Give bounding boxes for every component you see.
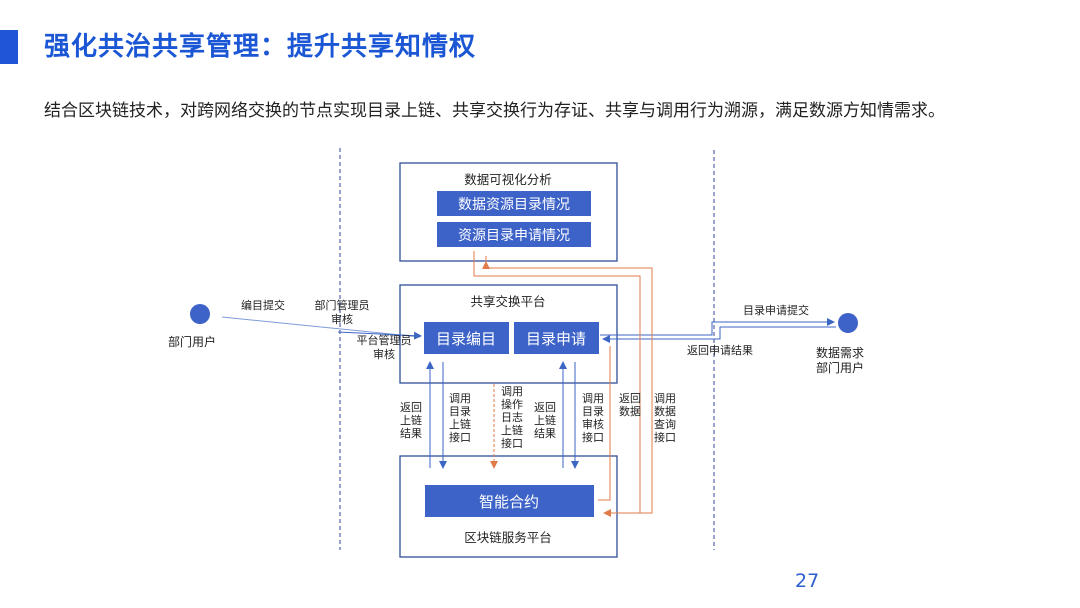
smart-contract-label: 智能合约 <box>479 493 539 511</box>
vl-call-log-2: 操作 <box>501 397 523 411</box>
page-title: 强化共治共享管理：提升共享知情权 <box>44 32 477 62</box>
vl-call-catalog-4: 接口 <box>449 431 471 444</box>
accent-bar <box>0 30 18 64</box>
demand-user-node[interactable] <box>838 313 858 333</box>
smart-contract-button[interactable] <box>425 485 594 517</box>
vl-call-catalog-2: 目录 <box>449 405 471 418</box>
catalog-edit-button[interactable] <box>424 322 509 354</box>
viz-analysis-box: 数据可视化分析 数据资源目录情况 资源目录申请情况 <box>399 162 618 262</box>
page-subtitle: 结合区块链技术，对跨网络交换的节点实现目录上链、共享交换行为存证、共享与调用行为… <box>44 101 945 121</box>
viz-to-contract-line <box>473 251 641 513</box>
submit-edge-arrow <box>337 331 422 340</box>
vl-call-log-4: 上链 <box>501 423 523 437</box>
vl-return-chain-1: 返回 <box>400 401 422 414</box>
vl-call-catalog-1: 调用 <box>449 392 471 405</box>
exchange-box-title: 共享交换平台 <box>470 294 545 309</box>
apply-submit-label: 目录申请提交 <box>743 303 809 317</box>
vl-return-chain2-3: 结果 <box>534 427 556 440</box>
vl-return-chain-3: 结果 <box>400 427 422 440</box>
vl-call-log-5: 接口 <box>501 437 523 450</box>
page-number: 27 <box>795 570 820 592</box>
return-data-line <box>598 346 611 501</box>
blockchain-box-title: 区块链服务平台 <box>464 530 552 545</box>
dept-user-node[interactable] <box>190 304 210 324</box>
vl-data-query-1: 调用 <box>654 392 676 405</box>
vl-data-query-2: 数据 <box>654 404 676 418</box>
demand-user-label-1: 数据需求 <box>816 345 864 360</box>
viz-box-title: 数据可视化分析 <box>464 172 552 187</box>
dept-admin-label-1: 部门管理员 <box>315 298 370 312</box>
vl-call-catalog-3: 上链 <box>449 417 471 431</box>
vl-call-log-1: 调用 <box>501 385 523 398</box>
apply-submit-edge <box>600 318 835 336</box>
vl-call-audit-2: 目录 <box>582 405 604 418</box>
catalog-edit-label: 目录编目 <box>436 330 496 348</box>
viz-item-apply-label: 资源目录申请情况 <box>458 228 570 244</box>
vl-call-audit-1: 调用 <box>582 392 604 405</box>
catalog-apply-button[interactable] <box>514 322 599 354</box>
vl-return-data-2: 数据 <box>619 404 641 418</box>
demand-user-label-2: 部门用户 <box>816 360 864 375</box>
blockchain-platform-box: 智能合约 区块链服务平台 <box>399 455 618 558</box>
apply-return-edge <box>602 326 836 343</box>
vl-return-chain2-2: 上链 <box>534 413 556 427</box>
viz-item-catalog-label: 数据资源目录情况 <box>458 197 570 213</box>
platform-admin-label-1: 平台管理员 <box>357 333 412 347</box>
vl-return-data-1: 返回 <box>619 392 641 405</box>
viz-item-apply[interactable] <box>437 222 591 247</box>
vl-return-chain-2: 上链 <box>400 413 422 427</box>
submit-edge <box>221 316 421 338</box>
vl-data-query-4: 接口 <box>654 431 676 444</box>
vl-call-audit-3: 审核 <box>582 417 604 431</box>
dept-user-label: 部门用户 <box>168 334 216 349</box>
vl-call-log-3: 日志 <box>501 411 523 424</box>
exchange-platform-box: 共享交换平台 目录编目 目录申请 <box>399 284 618 384</box>
vl-return-chain2-1: 返回 <box>534 401 556 414</box>
viz-item-catalog[interactable] <box>437 191 591 216</box>
vl-call-audit-4: 接口 <box>582 431 604 444</box>
dept-admin-label-2: 审核 <box>331 312 353 326</box>
vl-data-query-3: 查询 <box>654 417 676 431</box>
catalog-apply-label: 目录申请 <box>526 330 586 348</box>
apply-return-label: 返回申请结果 <box>687 344 753 357</box>
data-query-to-viz-line <box>482 261 653 514</box>
submit-edge-label: 编目提交 <box>241 298 285 312</box>
platform-admin-label-2: 审核 <box>373 347 395 361</box>
